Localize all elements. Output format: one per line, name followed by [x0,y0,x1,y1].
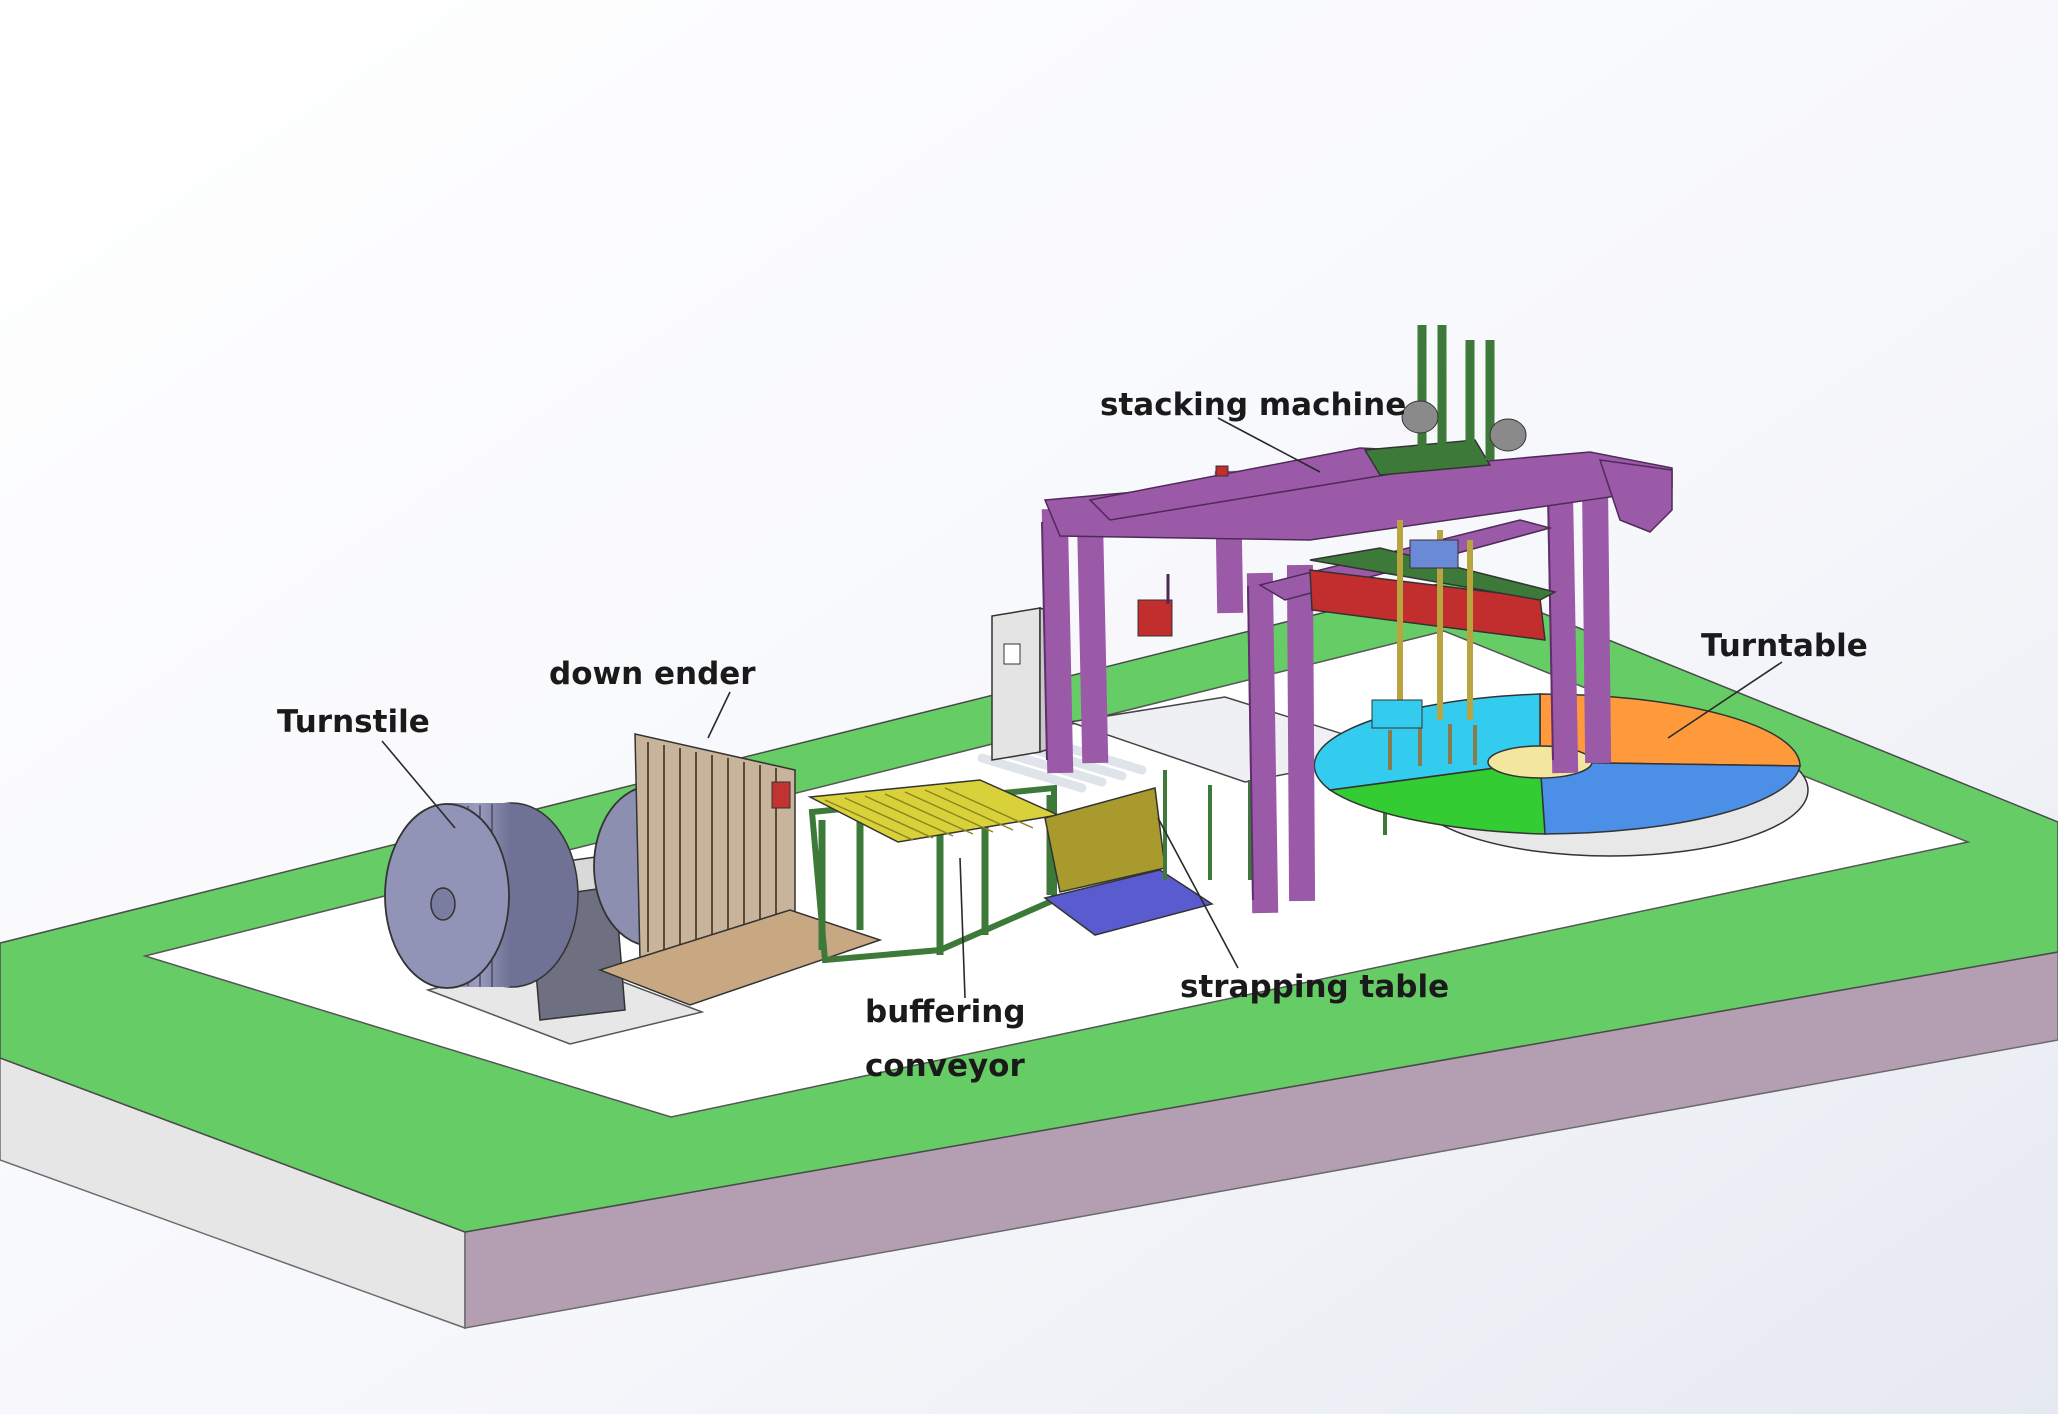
gantry-legs [1041,470,1612,914]
vertical-masts [1417,325,1495,460]
leader-buffering-conveyor [959,857,966,999]
label-conveyor: conveyor [865,1048,1025,1084]
trolley-motor-right [1489,418,1527,452]
red-tag [1215,465,1229,477]
label-stacking-machine: stacking machine [1100,387,1406,423]
stacking-machine [1041,325,1673,914]
turntable-sector-green [1327,761,1546,835]
turntable-posts [1388,724,1477,770]
conveyor-rollers [824,787,1034,841]
down-ender-machine [597,733,883,1006]
gripper-cyan [1371,699,1423,729]
down-ender-indicator [771,781,791,809]
leader-strapping-table [1157,817,1239,969]
carriage-green-frame [1309,547,1558,601]
labels: stacking machine down ender Turnstile Tu… [277,387,1868,1084]
roller-table-frame [1163,755,1387,880]
gantry-leg-edges [1041,491,1554,901]
blue-panel [1409,539,1459,569]
conveyor-legs [818,795,1054,955]
leader-down-ender [707,691,731,739]
cabinet-front [991,607,1041,761]
label-down-ender: down ender [549,656,756,692]
buffering-conveyor [807,779,1061,964]
down-ender-base [597,909,883,1006]
leader-turnstile [381,740,456,829]
label-turnstile: Turnstile [277,704,430,740]
label-buffering: buffering [865,994,1026,1030]
leader-turntable [1667,661,1783,739]
coil-hub [430,887,456,921]
label-turntable: Turntable [1701,628,1868,664]
down-ender-slats [647,742,777,952]
gantry-end-bracket [1598,459,1673,533]
red-hanger [1137,599,1173,637]
label-strapping-table: strapping table [1180,969,1449,1005]
leader-lines [381,417,1783,999]
turntable-sector-blue [1539,761,1801,835]
cabinet-panel [1003,643,1021,665]
strapping-base [1043,869,1214,936]
turntable-sector-cyan [1313,693,1541,791]
leader-stacking-machine [1217,417,1321,473]
carriage-red-beam [1309,569,1546,641]
trolley-motor-left [1401,400,1439,434]
